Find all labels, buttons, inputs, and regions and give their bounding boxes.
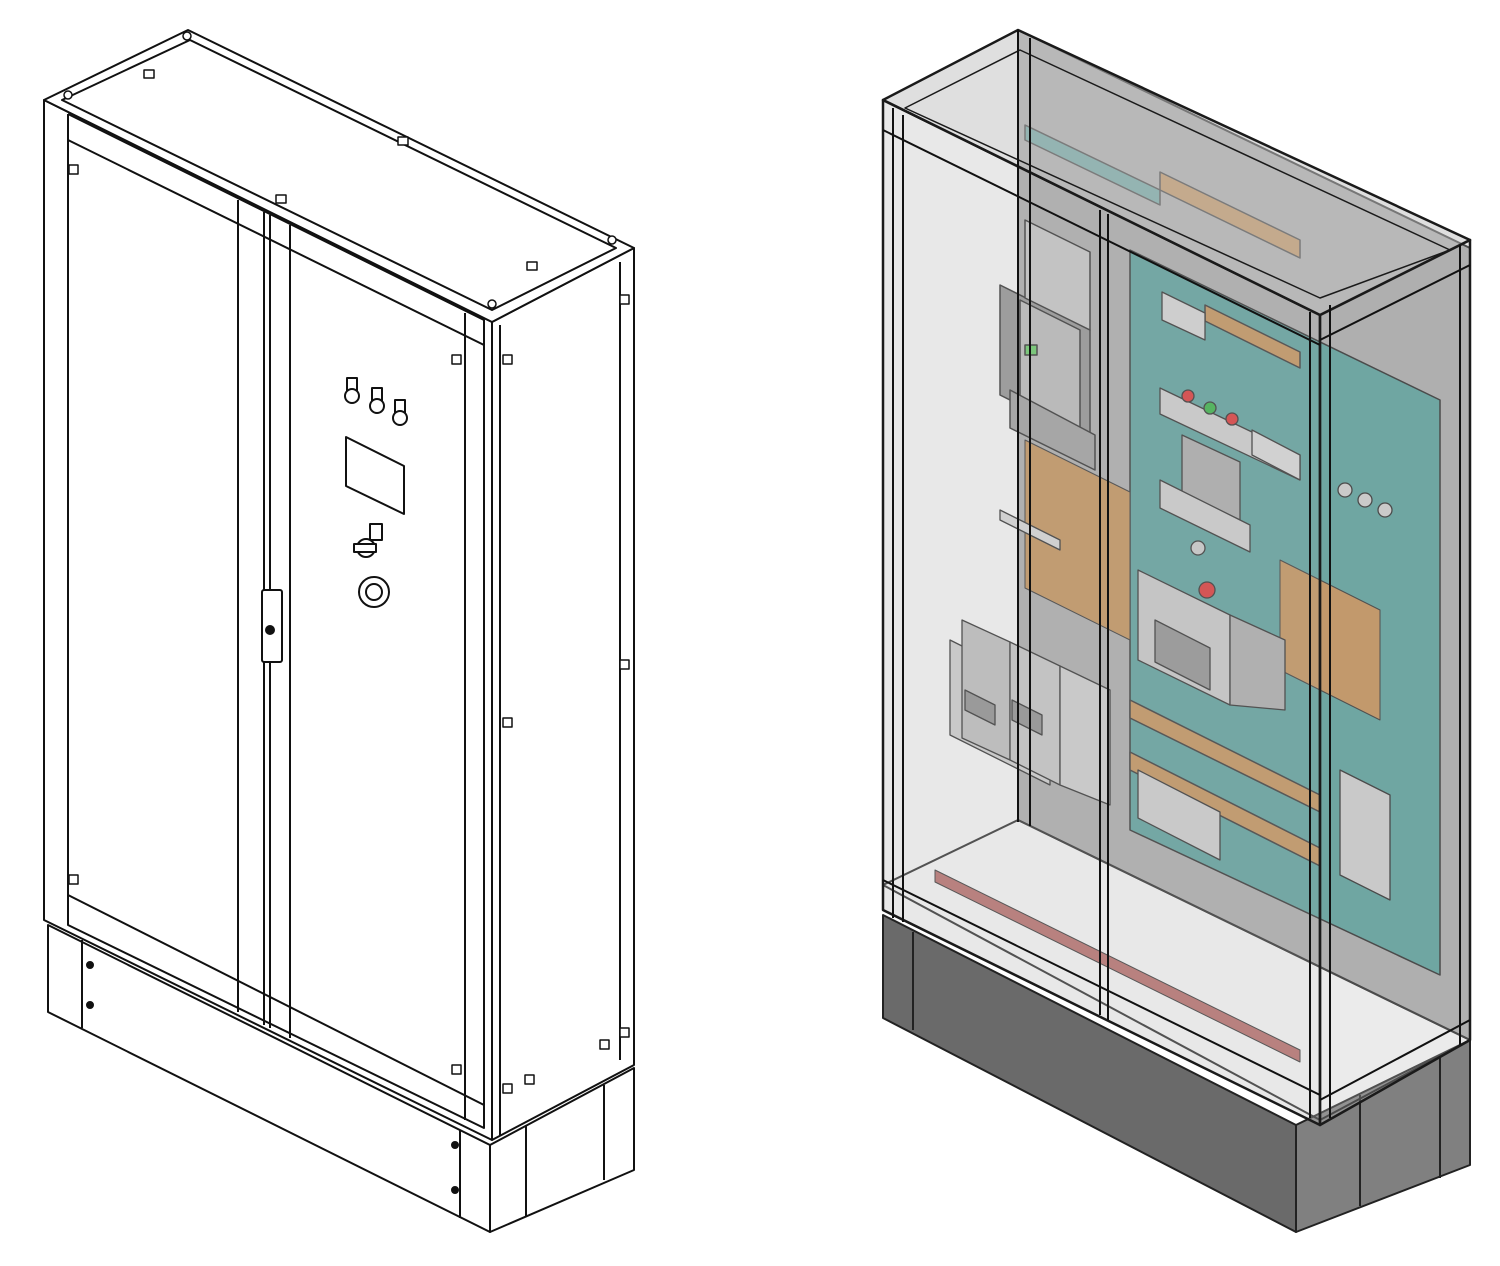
- selector-label: [369, 523, 383, 541]
- corner-marker: [502, 1083, 513, 1094]
- front-frame-inner: [67, 113, 485, 1129]
- plinth-dark: [882, 914, 1471, 1233]
- socket-icon: [1357, 492, 1373, 508]
- corner-marker: [619, 1027, 630, 1038]
- corner-marker: [68, 874, 79, 885]
- indicator-lamp-icon: [344, 388, 360, 404]
- emergency-stop-red-icon: [1198, 581, 1216, 599]
- top-corner-bolt: [487, 299, 497, 309]
- frame-profile: [1319, 1019, 1471, 1101]
- socket-icon: [1377, 502, 1393, 518]
- corner-markers: [63, 31, 630, 1094]
- top-marker: [397, 136, 409, 146]
- feeder-breaker-face: [1154, 619, 1211, 691]
- indicator-red-icon: [1225, 412, 1239, 426]
- emergency-stop-cap: [365, 583, 383, 601]
- corner-marker: [502, 717, 513, 728]
- socket-icon: [1337, 482, 1353, 498]
- plinth-screw: [86, 1001, 94, 1009]
- top-marker: [275, 194, 287, 204]
- corner-marker: [68, 164, 79, 175]
- breaker-top: [1024, 219, 1091, 331]
- contactor: [1251, 429, 1301, 481]
- feeder-breaker-side: [1229, 614, 1286, 711]
- corner-marker: [451, 1064, 462, 1075]
- terminal-strip: [1137, 769, 1221, 861]
- corner-marker: [619, 659, 630, 670]
- plinth-screw: [451, 1141, 459, 1149]
- cabinet-side: [491, 247, 635, 1141]
- indicator-green-icon: [1203, 401, 1217, 415]
- side-glass: [1318, 238, 1472, 1127]
- pe-bar: [934, 869, 1301, 1063]
- indicator-lamp-icon: [369, 398, 385, 414]
- top-corner-bolt: [63, 90, 73, 100]
- frame-profiles: [882, 30, 1471, 1118]
- plinth-dark-side: [1295, 1039, 1471, 1233]
- indicator-lamp-icon: [392, 410, 408, 426]
- indicator-lamps: [344, 377, 408, 426]
- top-marker: [526, 261, 538, 271]
- plinth-screw: [86, 961, 94, 969]
- frame-profile: [882, 129, 1321, 346]
- lower-breakers: [949, 509, 1391, 901]
- corner-marker: [502, 354, 513, 365]
- corner-marker: [524, 1074, 535, 1085]
- top-corner-bolt: [182, 31, 192, 41]
- cabinet-top: [43, 29, 635, 323]
- door-bottom-rail: [67, 894, 485, 1106]
- closed-cabinet-view: [43, 29, 635, 1233]
- top-corner-bolt: [607, 235, 617, 245]
- top-marker: [143, 69, 155, 79]
- display-window: [345, 436, 405, 515]
- lower-breaker: [1059, 665, 1111, 806]
- indicator-red-icon: [1181, 389, 1195, 403]
- small-breaker: [1161, 291, 1206, 341]
- frame-profile: [882, 879, 1321, 1096]
- selector-switch-icon: [1190, 540, 1206, 556]
- door-lock-icon: [265, 625, 275, 635]
- corner-marker: [619, 294, 630, 305]
- main-breaker: [999, 219, 1096, 471]
- cabinet-top-inner: [61, 39, 617, 311]
- plinth: [47, 924, 635, 1233]
- contactor-row: [1159, 479, 1251, 553]
- feeder-breaker: [1137, 569, 1286, 711]
- frame-profile: [1319, 264, 1471, 341]
- breaker-bottom: [1009, 389, 1096, 471]
- terminal-strip: [1339, 769, 1391, 901]
- breaker-window: [1011, 699, 1043, 736]
- corner-marker: [451, 354, 462, 365]
- corner-marker: [599, 1039, 610, 1050]
- copper-sheet: [1024, 439, 1131, 641]
- transparent-cabinet-view: [881, 28, 1472, 1233]
- top-frame-inner: [904, 49, 1451, 299]
- selector-knob: [353, 543, 377, 553]
- plinth-screw: [451, 1186, 459, 1194]
- control-devices: [1159, 291, 1393, 599]
- breaker-window: [964, 689, 996, 726]
- door-top-rail: [67, 139, 485, 346]
